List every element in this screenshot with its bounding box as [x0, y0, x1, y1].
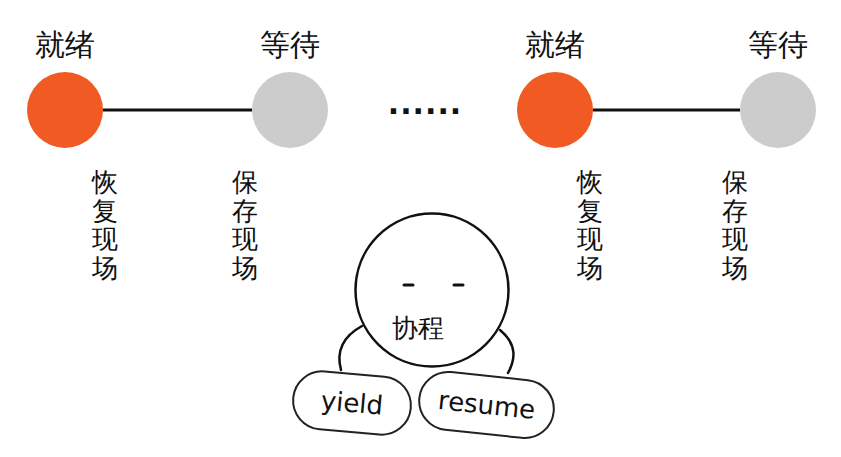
character-name: 协程	[392, 311, 444, 346]
ready-state: 就绪	[27, 25, 103, 148]
operation-name: resume	[436, 385, 536, 425]
state-name: 等待	[748, 25, 808, 66]
resume-pill: resume	[415, 368, 558, 442]
left-eye	[404, 284, 413, 287]
operation-name: yield	[311, 385, 393, 422]
step-note: 恢复现场	[92, 168, 118, 282]
state-name: 等待	[260, 25, 320, 66]
waiting-state: 等待	[252, 25, 328, 148]
state-circle-fill	[740, 72, 816, 148]
state-circle	[517, 72, 593, 148]
yield-pill: yield	[290, 368, 415, 438]
step-note: 恢复现场	[577, 168, 603, 282]
state-circle	[252, 72, 328, 148]
left-arm	[339, 326, 362, 370]
step-note: 保存现场	[722, 168, 748, 282]
right-arm	[500, 330, 513, 373]
state-circle-fill	[27, 72, 103, 148]
coroutine-character: 协程	[354, 212, 510, 368]
character-head	[354, 212, 510, 368]
right-eye	[454, 284, 463, 287]
state-circle-fill	[252, 72, 328, 148]
transition-line	[593, 109, 740, 112]
state-name: 就绪	[35, 25, 95, 66]
ellipsis-mark: ......	[388, 86, 462, 121]
state-circle	[27, 72, 103, 148]
state-circle-fill	[517, 72, 593, 148]
character-head-outline	[356, 214, 509, 367]
ready-state: 就绪	[517, 25, 593, 148]
waiting-state: 等待	[740, 25, 816, 148]
state-circle	[740, 72, 816, 148]
step-note: 保存现场	[232, 168, 258, 282]
state-name: 就绪	[525, 25, 585, 66]
transition-line	[103, 109, 252, 112]
